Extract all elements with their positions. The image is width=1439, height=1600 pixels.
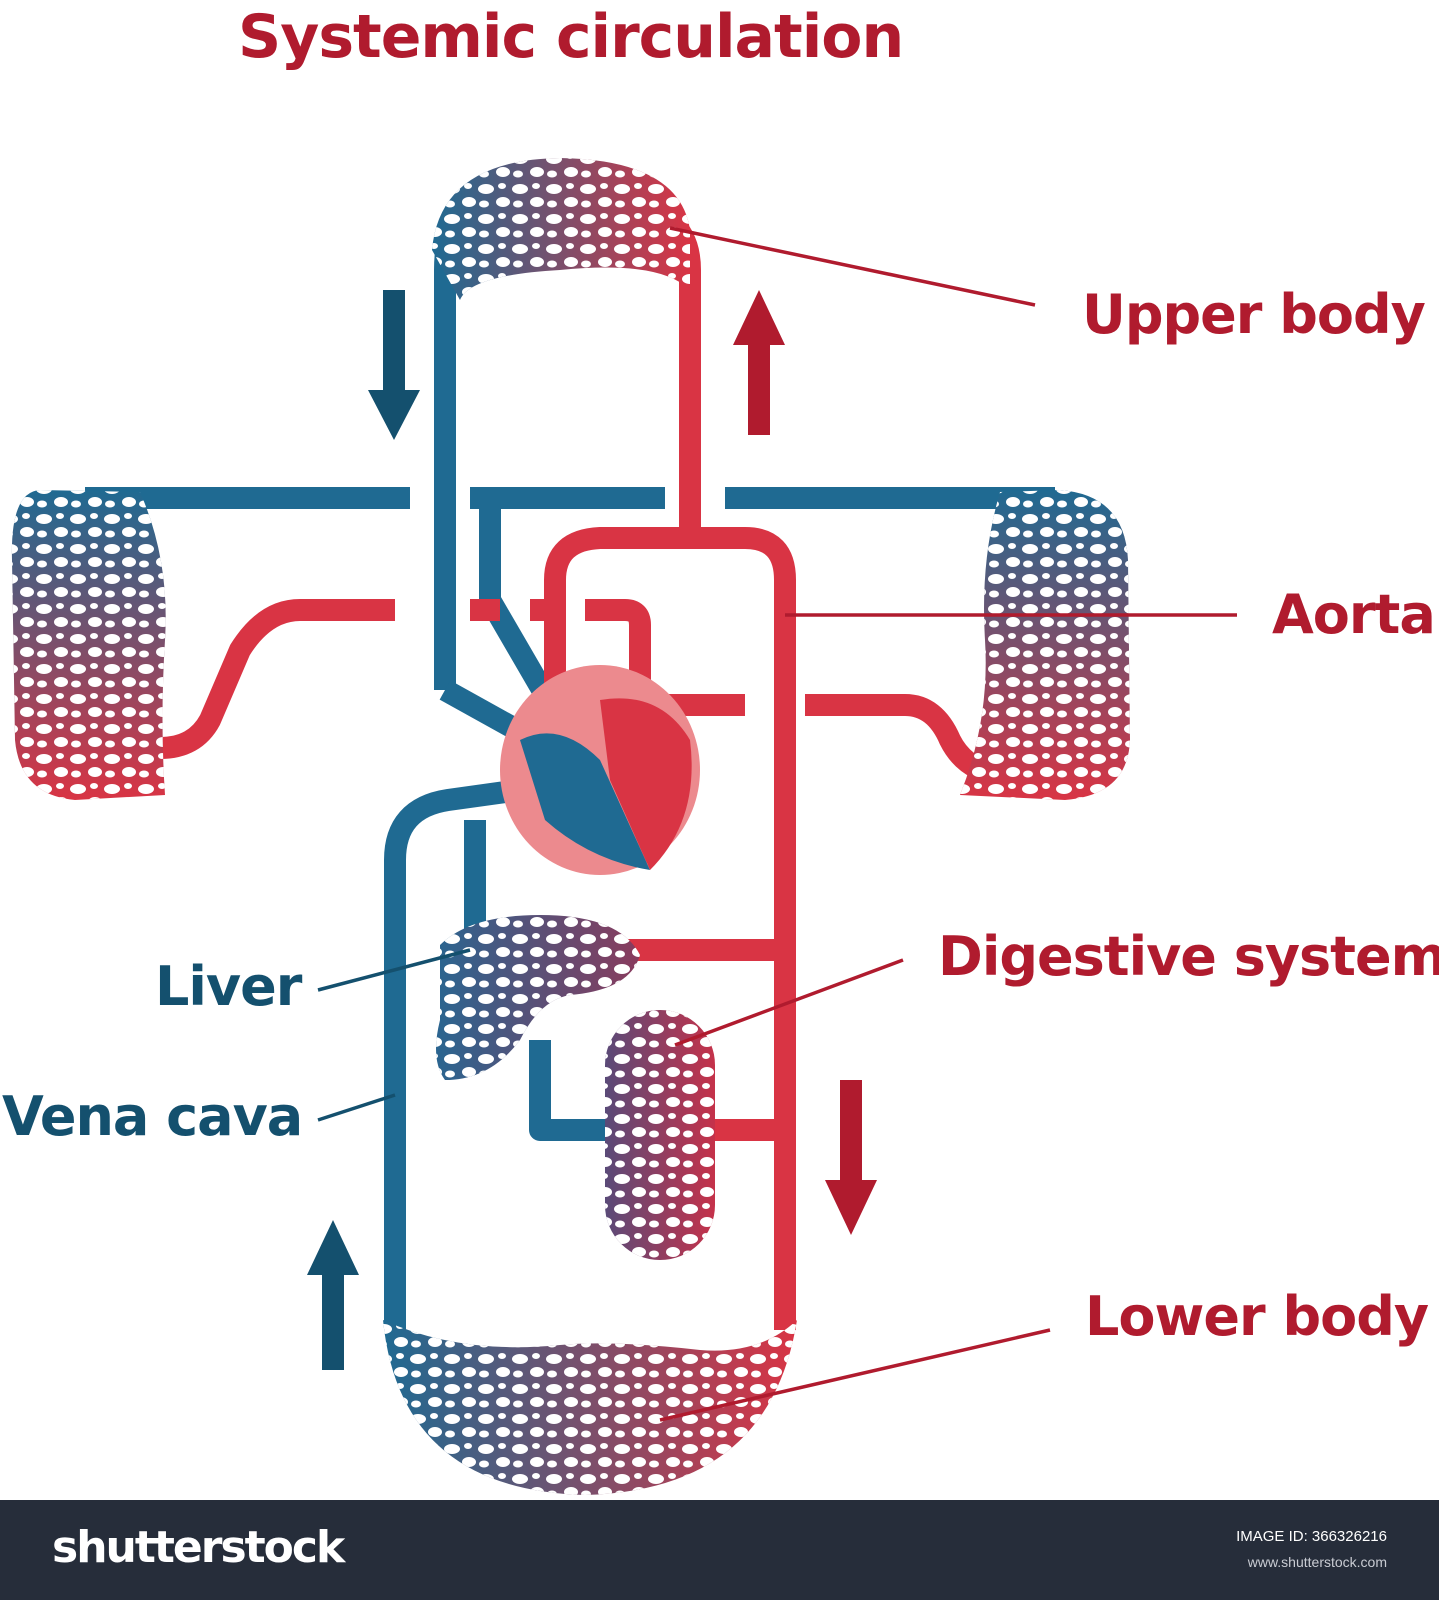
up-arrow-artery: [733, 290, 785, 435]
down-arrow-vein: [368, 290, 420, 440]
aorta-label: Aorta: [1272, 583, 1436, 646]
digestive-system-label: Digestive system: [938, 925, 1439, 988]
lower-body-capillary: [383, 1320, 797, 1495]
circulation-diagram: [11, 158, 1237, 1495]
site-url[interactable]: www.shutterstock.com: [1247, 1554, 1387, 1570]
flow-arrows: [307, 290, 877, 1370]
lower-body-label: Lower body: [1085, 1285, 1429, 1348]
diagram-title: Systemic circulation: [238, 2, 904, 72]
left-limb-capillary: [11, 490, 166, 800]
upper-body-label: Upper body: [1082, 283, 1426, 346]
vena-cava-leader: [317, 1093, 396, 1122]
heart: [500, 665, 700, 875]
down-arrow-artery: [825, 1080, 877, 1235]
liver-organ: [436, 915, 640, 1080]
liver-label: Liver: [155, 955, 302, 1018]
footer-bar: shutterstock IMAGE ID: 366326216 www.shu…: [0, 1500, 1439, 1600]
image-id: IMAGE ID: 366326216: [1236, 1528, 1387, 1545]
digestive-organ: [605, 1010, 715, 1260]
liver-leader: [317, 948, 471, 992]
diagram-canvas: Systemic circulation Upper body Aorta Di…: [2, 2, 1439, 1495]
vena-cava-label: Vena cava: [2, 1085, 303, 1148]
up-arrow-vein: [307, 1220, 359, 1370]
upper-body-leader: [669, 226, 1036, 307]
upper-body-capillary: [432, 158, 690, 300]
digestive-leader: [674, 958, 904, 1047]
brand-logo[interactable]: shutterstock: [52, 1522, 345, 1573]
leader-lines: [317, 226, 1237, 1422]
lower-body-leader: [659, 1328, 1051, 1422]
right-limb-capillary: [960, 490, 1130, 800]
